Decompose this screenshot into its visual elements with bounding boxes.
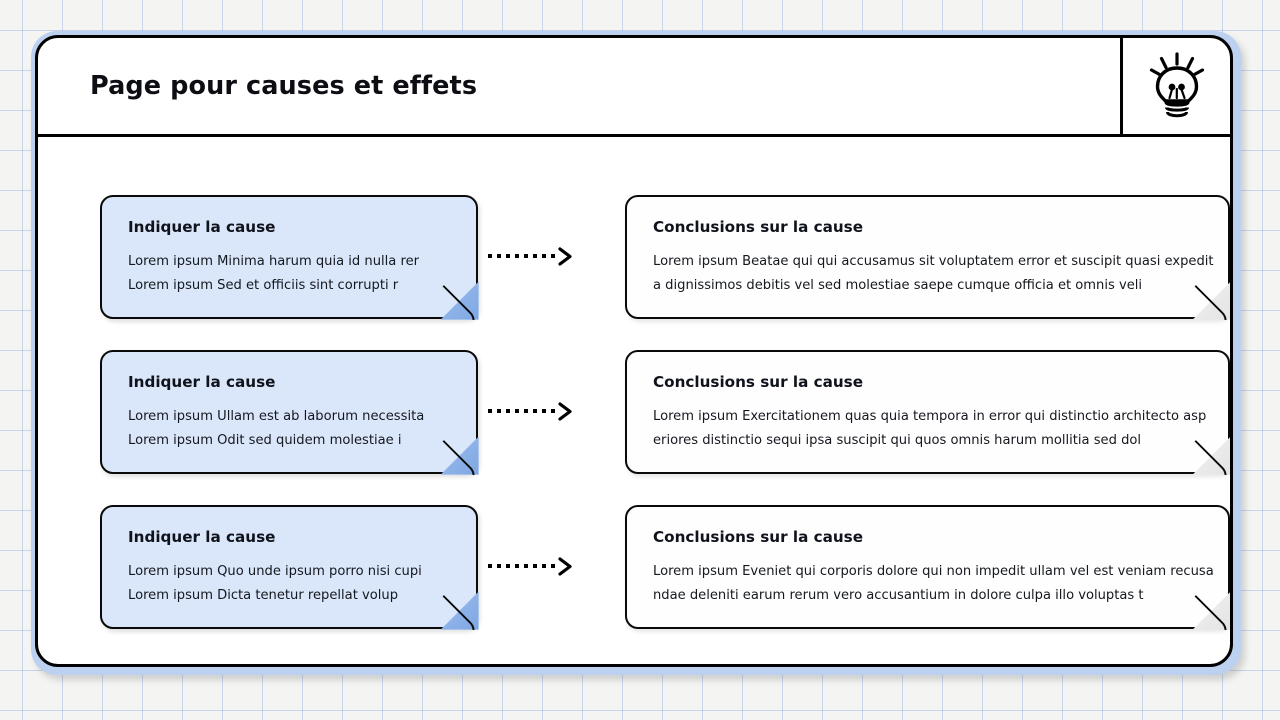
page-fold-corner: [1193, 592, 1230, 630]
cause-line: Lorem ipsum Quo unde ipsum porro nisi cu…: [128, 563, 422, 579]
cause-title: Indiquer la cause: [128, 218, 276, 236]
cause-effect-row: Indiquer la cause Lorem ipsum Ullam est …: [38, 350, 1230, 474]
conclusion-line: ndae deleniti earum rerum vero accusanti…: [653, 587, 1144, 603]
cause-line: Lorem ipsum Ullam est ab laborum necessi…: [128, 408, 425, 424]
header-icon-zone: [1120, 38, 1230, 134]
conclusion-title: Conclusions sur la cause: [653, 218, 864, 236]
conclusion-title: Conclusions sur la cause: [653, 373, 864, 391]
cause-card[interactable]: Indiquer la cause Lorem ipsum Quo unde i…: [100, 505, 478, 629]
conclusion-line: Lorem ipsum Exercitationem quas quia tem…: [653, 408, 1207, 424]
conclusion-line: eriores distinctio sequi ipsa suscipit q…: [653, 432, 1142, 448]
slide-canvas: Page pour causes et effets: [35, 35, 1233, 667]
page-fold-corner: [441, 592, 479, 630]
page-fold-corner: [441, 437, 479, 475]
cause-card[interactable]: Indiquer la cause Lorem ipsum Ullam est …: [100, 350, 478, 474]
conclusion-line: a dignissimos debitis vel sed molestiae …: [653, 277, 1143, 293]
dotted-arrow-right-icon: [487, 247, 572, 266]
conclusion-line: Lorem ipsum Beatae qui qui accusamus sit…: [653, 253, 1214, 269]
page-fold-corner: [1193, 282, 1230, 320]
conclusion-card[interactable]: Conclusions sur la cause Lorem ipsum Eve…: [625, 505, 1230, 629]
dotted-arrow-right-icon: [487, 402, 572, 421]
slide-header: Page pour causes et effets: [38, 38, 1230, 137]
cause-title: Indiquer la cause: [128, 528, 276, 546]
lightbulb-icon: [1149, 52, 1205, 120]
cause-line: Lorem ipsum Dicta tenetur repellat volup: [128, 587, 399, 603]
connector-arrow: [478, 505, 583, 629]
dotted-arrow-right-icon: [487, 557, 572, 576]
page-fold-corner: [441, 282, 479, 320]
conclusion-line: Lorem ipsum Eveniet qui corporis dolore …: [653, 563, 1214, 579]
cause-line: Lorem ipsum Sed et officiis sint corrupt…: [128, 277, 399, 293]
cause-card[interactable]: Indiquer la cause Lorem ipsum Minima har…: [100, 195, 478, 319]
cause-title: Indiquer la cause: [128, 373, 276, 391]
page-title: Page pour causes et effets: [90, 71, 478, 101]
connector-arrow: [478, 350, 583, 474]
cause-line: Lorem ipsum Minima harum quia id nulla r…: [128, 253, 420, 269]
slide-frame-outer: Page pour causes et effets: [31, 31, 1241, 675]
conclusion-title: Conclusions sur la cause: [653, 528, 864, 546]
conclusion-card[interactable]: Conclusions sur la cause Lorem ipsum Exe…: [625, 350, 1230, 474]
conclusion-card[interactable]: Conclusions sur la cause Lorem ipsum Bea…: [625, 195, 1230, 319]
cause-effect-row: Indiquer la cause Lorem ipsum Minima har…: [38, 195, 1230, 319]
connector-arrow: [478, 195, 583, 319]
header-title-zone: Page pour causes et effets: [38, 38, 1120, 134]
cause-effect-row: Indiquer la cause Lorem ipsum Quo unde i…: [38, 505, 1230, 629]
cause-effect-board: Indiquer la cause Lorem ipsum Minima har…: [38, 137, 1230, 664]
cause-line: Lorem ipsum Odit sed quidem molestiae i: [128, 432, 402, 448]
page-fold-corner: [1193, 437, 1230, 475]
